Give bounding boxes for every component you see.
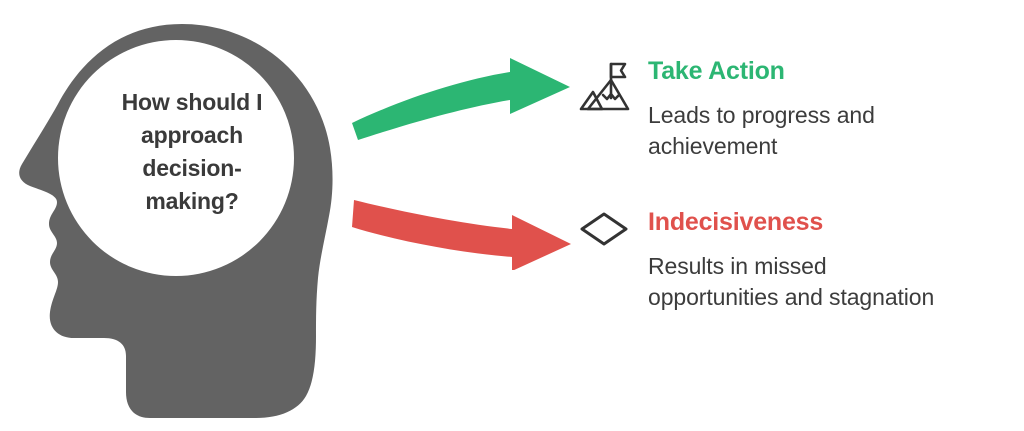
branch-title-take-action: Take Action (648, 57, 785, 85)
red-curved-arrow (352, 200, 571, 270)
head-profile-silhouette (19, 24, 333, 418)
diamond-outline-icon (578, 207, 630, 254)
branch-description-indecisiveness: Results in missed opportunities and stag… (648, 253, 935, 310)
green-curved-arrow (352, 58, 570, 140)
branch-body: Take Action Leads to progress and achiev… (630, 56, 875, 162)
question-text: How should I approach decision- making? (121, 89, 263, 214)
branch-body: Indecisiveness Results in missed opportu… (630, 207, 934, 313)
arrows-layer (352, 58, 571, 270)
branch-description-take-action: Leads to progress and achievement (648, 102, 875, 159)
head-shape (19, 24, 333, 418)
branch-indecisiveness: Indecisiveness Results in missed opportu… (578, 207, 934, 313)
thought-circle (66, 48, 286, 268)
branch-take-action: Take Action Leads to progress and achiev… (578, 56, 875, 162)
branch-title-indecisiveness: Indecisiveness (648, 208, 824, 236)
mountain-with-flag-icon (578, 56, 630, 119)
